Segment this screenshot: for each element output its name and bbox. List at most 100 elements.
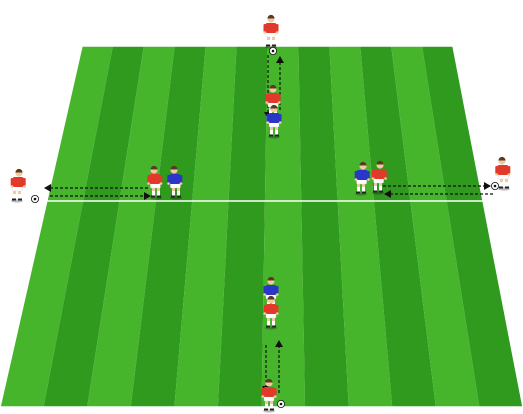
player-sock: [272, 321, 275, 326]
player-sock: [270, 130, 273, 135]
player-hand: [265, 101, 269, 104]
player-hand: [263, 293, 267, 296]
player-boot: [266, 44, 270, 47]
player-right-red: [371, 160, 387, 195]
player-arm: [371, 170, 375, 178]
player-arm: [179, 175, 183, 183]
player-arm: [354, 171, 358, 179]
pitch-stripe: [360, 46, 436, 407]
player-top-blue: [266, 104, 282, 139]
pitch-stripe: [422, 46, 523, 407]
player-hair: [170, 165, 178, 170]
player-boot: [264, 408, 268, 411]
player-sock: [374, 186, 377, 191]
player-boot: [177, 195, 181, 198]
ball-patch: [279, 402, 283, 406]
player-sock: [275, 130, 278, 135]
ball-patch: [271, 49, 275, 53]
player-shirt: [263, 387, 275, 397]
player-hair: [376, 160, 384, 165]
player-hair: [267, 276, 275, 281]
player-sock: [267, 40, 270, 45]
player-hair: [267, 14, 275, 19]
player-shirt: [12, 177, 24, 187]
balls: [30, 47, 499, 408]
player-hand: [276, 31, 279, 34]
player-hand: [263, 312, 267, 315]
player-shirt: [497, 165, 509, 175]
player-boot: [379, 190, 383, 193]
player-arm: [279, 114, 282, 122]
player-boot: [362, 191, 366, 194]
player-hand: [23, 185, 26, 188]
player-hand: [495, 173, 498, 176]
player-hair: [270, 104, 278, 109]
player-sock: [274, 110, 277, 115]
player-sock: [379, 186, 382, 191]
pitch-stripe: [130, 46, 206, 407]
player-arm: [263, 24, 266, 32]
player-hair: [267, 295, 275, 300]
player-boot: [499, 186, 503, 189]
player-boot: [373, 190, 377, 193]
player-hand: [276, 312, 279, 315]
player-arm: [266, 114, 269, 122]
player-arm: [507, 166, 511, 174]
pitch-stripe: [174, 46, 237, 407]
pitch-stripe: [43, 46, 144, 407]
player-boot: [266, 325, 270, 328]
pitch-stripe: [329, 46, 393, 407]
pitch-stripe: [298, 46, 349, 407]
player-arm: [276, 24, 279, 32]
players: [10, 14, 511, 413]
player-hand: [159, 182, 163, 185]
player-sock: [270, 404, 273, 409]
player-shirt: [356, 170, 368, 180]
ball-top: [268, 47, 277, 56]
player-hand: [263, 31, 267, 34]
player-boot: [18, 198, 22, 201]
pitch-stripe: [217, 46, 268, 407]
player-sock: [157, 191, 160, 196]
player-right-blue: [354, 161, 370, 196]
player-bottom-server: [261, 378, 277, 413]
player-shirt: [373, 169, 385, 179]
player-sock: [267, 321, 270, 326]
player-sock: [172, 191, 175, 196]
player-hand: [274, 395, 277, 398]
player-shirt: [169, 174, 181, 184]
player-arm: [265, 94, 268, 102]
ball-right: [490, 181, 499, 190]
player-boot: [272, 325, 276, 328]
ball-patch: [493, 184, 497, 188]
player-boot: [270, 408, 274, 411]
player-boot: [356, 191, 360, 194]
player-boot: [275, 134, 279, 137]
player-sock: [357, 187, 360, 192]
player-right-server: [495, 156, 511, 191]
player-arm: [278, 94, 281, 102]
player-sock: [272, 40, 275, 45]
player-sock: [177, 191, 180, 196]
player-hand: [147, 182, 150, 185]
player-boot: [505, 186, 509, 189]
player-left-server: [10, 168, 26, 203]
player-hand: [278, 101, 281, 104]
player-shirt: [267, 93, 279, 103]
player-sock: [362, 187, 365, 192]
player-hair: [269, 84, 277, 89]
player-arm: [147, 175, 150, 183]
player-boot: [272, 44, 276, 47]
player-boot: [171, 195, 175, 198]
player-hand: [179, 182, 183, 185]
player-hand: [507, 173, 511, 176]
pitch-stripe: [87, 46, 175, 407]
player-top-server: [263, 14, 279, 49]
player-boot: [157, 195, 161, 198]
player-boot: [151, 195, 155, 198]
player-shirt: [268, 113, 280, 123]
player-arm: [167, 175, 170, 183]
player-hair: [359, 161, 367, 166]
player-arm: [261, 388, 264, 396]
